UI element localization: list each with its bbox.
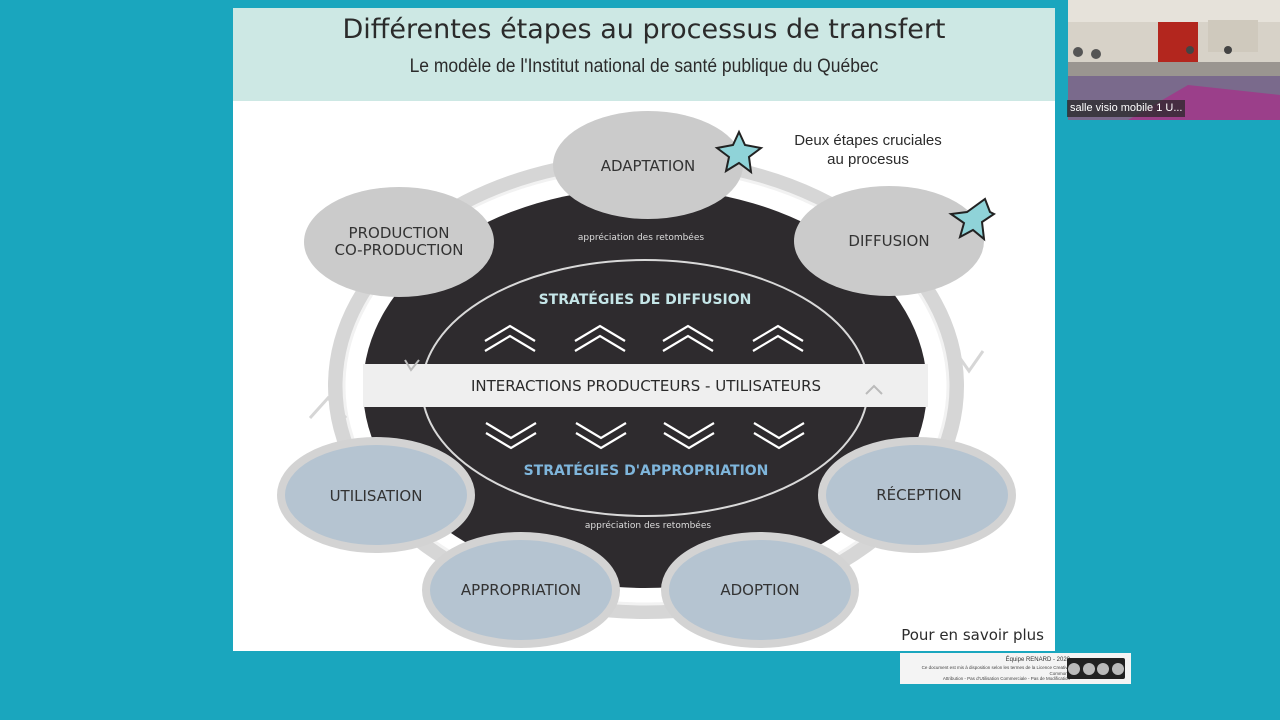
strategies-appropriation-label: STRATÉGIES D'APPROPRIATION — [524, 462, 769, 479]
star-icon — [948, 197, 996, 242]
stage-adaptation-label: ADAPTATION — [601, 157, 696, 175]
stage-appropriation-label: APPROPRIATION — [461, 581, 581, 599]
stage-reception: RÉCEPTION — [818, 437, 1016, 553]
stage-production: PRODUCTION CO-PRODUCTION — [304, 187, 494, 297]
credit-text-line-2: Attribution - Pas d'Utilisation Commerci… — [942, 676, 1070, 681]
appreciation-top-label: appréciation des retombées — [578, 232, 704, 243]
star-icon — [714, 129, 764, 175]
stage-adaptation: ADAPTATION — [553, 111, 743, 219]
credit-title: Équipe RENARD - 2020 — [1005, 657, 1070, 663]
appropriation-down-arrows — [485, 422, 805, 450]
stage-utilisation-label: UTILISATION — [330, 487, 423, 505]
creative-commons-icon — [1067, 658, 1125, 679]
stage-coproduction-label: CO-PRODUCTION — [334, 241, 463, 259]
note-line-1: Deux étapes cruciales — [794, 132, 942, 149]
note-line-2: au procesus — [827, 151, 909, 168]
stage-utilisation: UTILISATION — [277, 437, 475, 553]
slide-title: Différentes étapes au processus de trans… — [342, 14, 946, 45]
presentation-slide: Différentes étapes au processus de trans… — [233, 8, 1055, 651]
stage-diffusion-label: DIFFUSION — [848, 232, 929, 250]
diffusion-up-arrows — [484, 324, 804, 352]
learn-more-link[interactable]: Pour en savoir plus — [901, 626, 1044, 644]
credit-text-line-1: Ce document est mis à disposition selon … — [921, 665, 1070, 676]
slide-subtitle: Le modèle de l'Institut national de sant… — [409, 56, 879, 77]
credit-text: Ce document est mis à disposition selon … — [900, 665, 1070, 682]
stage-production-label: PRODUCTION — [349, 224, 450, 242]
interactions-band — [363, 364, 928, 407]
cycle-arrow-right — [953, 350, 985, 374]
stage-adoption: ADOPTION — [661, 532, 859, 648]
license-credit-box: Équipe RENARD - 2020 Ce document est mis… — [900, 653, 1131, 684]
appreciation-bottom-label: appréciation des retombées — [585, 520, 711, 531]
strategies-diffusion-label: STRATÉGIES DE DIFFUSION — [539, 291, 752, 308]
participant-name-label: salle visio mobile 1 U... — [1067, 100, 1185, 117]
transfer-process-diagram: INTERACTIONS PRODUCTEURS - UTILISATEURS … — [277, 111, 1044, 648]
cycle-arrow-left — [308, 395, 348, 420]
stage-diffusion: DIFFUSION — [794, 186, 984, 296]
stage-appropriation: APPROPRIATION — [422, 532, 620, 648]
slide-header: Différentes étapes au processus de trans… — [233, 8, 1055, 101]
stage-adoption-label: ADOPTION — [720, 581, 799, 599]
stage-reception-label: RÉCEPTION — [876, 485, 962, 504]
interactions-label: INTERACTIONS PRODUCTEURS - UTILISATEURS — [471, 377, 821, 395]
